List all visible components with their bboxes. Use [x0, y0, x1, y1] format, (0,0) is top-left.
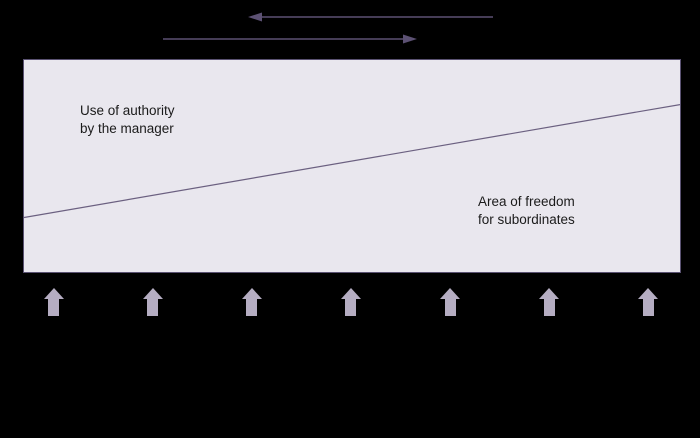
area-of-freedom-label: Area of freedom for subordinates [478, 194, 575, 227]
use-of-authority-label: Use of authority by the manager [80, 103, 175, 136]
arrow-right-icon [163, 34, 417, 44]
arrow-up-icon [638, 288, 659, 316]
authority-freedom-divider-line [24, 60, 680, 272]
continuum-direction-arrows [163, 12, 493, 44]
arrow-up-icon [142, 288, 163, 316]
arrow-up-icon [539, 288, 560, 316]
arrow-up-icon [340, 288, 361, 316]
arrow-up-icon [440, 288, 461, 316]
arrow-up-icon [241, 288, 262, 316]
continuum-box: Use of authority by the manager Area of … [23, 59, 681, 273]
leadership-style-arrow-row [43, 288, 659, 316]
arrow-up-icon [43, 288, 64, 316]
arrow-left-icon [248, 12, 493, 22]
